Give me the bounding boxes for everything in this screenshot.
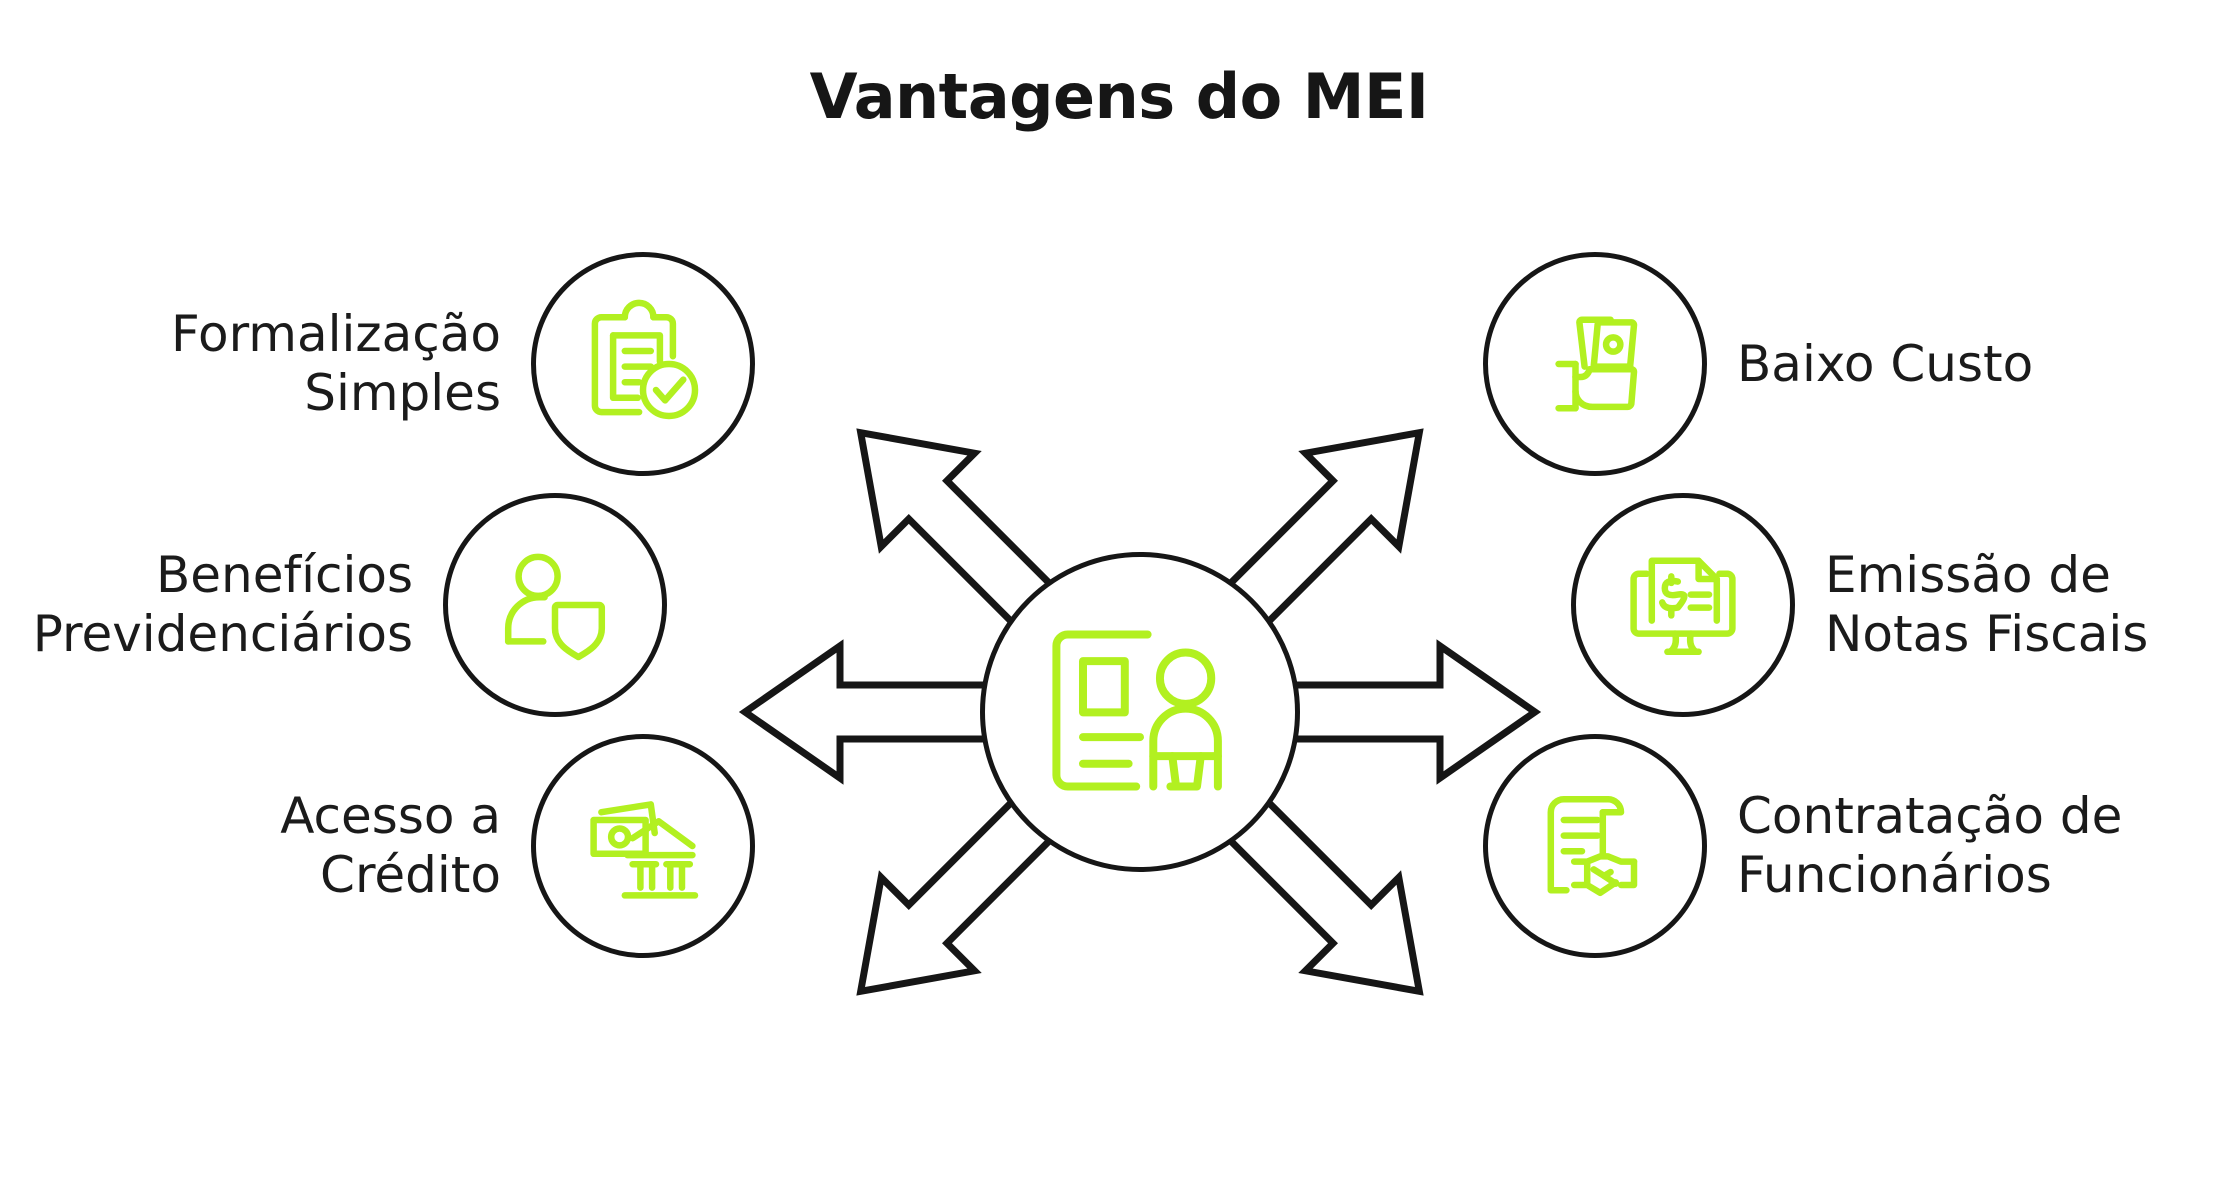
node-credito[interactable]: Acesso a Crédito	[0, 734, 755, 958]
arrow-right	[1290, 646, 1535, 778]
node-label-beneficios: Benefícios Previdenciários	[32, 546, 413, 663]
node-label-contratacao: Contratação de Funcionários	[1737, 787, 2123, 904]
page-title: Vantagens do MEI	[809, 60, 1429, 133]
money-bank-icon	[578, 781, 708, 911]
node-label-formalizacao: Formalização Simples	[171, 305, 501, 422]
node-contratacao[interactable]: Contratação de Funcionários	[1483, 734, 2238, 958]
node-baixo-custo[interactable]: Baixo Custo	[1483, 252, 2238, 476]
business-registration-icon	[1045, 623, 1235, 802]
contract-handshake-icon	[1530, 781, 1660, 911]
monitor-invoice-icon	[1618, 540, 1748, 670]
arrow-left	[745, 646, 990, 778]
hand-money-icon	[1530, 299, 1660, 429]
node-circle-contratacao[interactable]	[1483, 734, 1707, 958]
center-hub-circle	[980, 552, 1300, 872]
node-formalizacao[interactable]: Formalização Simples	[0, 252, 755, 476]
node-circle-baixo-custo[interactable]	[1483, 252, 1707, 476]
person-shield-icon	[490, 540, 620, 670]
node-circle-credito[interactable]	[531, 734, 755, 958]
node-label-credito: Acesso a Crédito	[280, 787, 501, 904]
node-label-baixo-custo: Baixo Custo	[1737, 334, 2034, 393]
node-beneficios[interactable]: Benefícios Previdenciários	[0, 493, 667, 717]
node-circle-formalizacao[interactable]	[531, 252, 755, 476]
clipboard-check-icon	[578, 299, 708, 429]
node-circle-beneficios[interactable]	[443, 493, 667, 717]
node-label-emissao: Emissão de Notas Fiscais	[1825, 546, 2149, 663]
node-emissao[interactable]: Emissão de Notas Fiscais	[1571, 493, 2238, 717]
node-circle-emissao[interactable]	[1571, 493, 1795, 717]
